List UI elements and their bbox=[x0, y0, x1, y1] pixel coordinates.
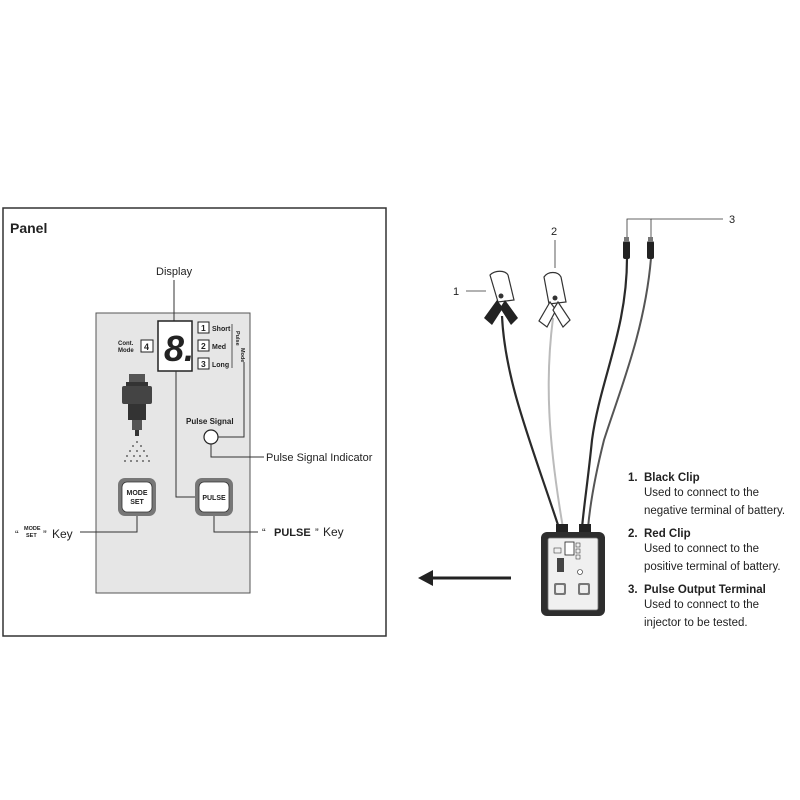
pulse-key-pointer bbox=[213, 516, 258, 533]
legend-num-2: 2. bbox=[628, 528, 638, 540]
legend-desc-3a: Used to connect to the bbox=[644, 599, 760, 611]
mode-label-short: Short bbox=[212, 326, 231, 333]
pulse-signal-pointer bbox=[210, 444, 264, 458]
legend: 1. Black Clip Used to connect to the nega… bbox=[628, 472, 800, 640]
red-wire bbox=[547, 317, 564, 529]
mode-num-2: 2 bbox=[201, 341, 206, 351]
legend-desc-2b: positive terminal of battery. bbox=[644, 561, 781, 573]
mode-num-1: 1 bbox=[201, 323, 206, 333]
callout-3: 3 bbox=[729, 214, 735, 226]
pulse-wire-b bbox=[587, 257, 652, 529]
callout-2: 2 bbox=[551, 226, 557, 238]
mode-box-3 bbox=[197, 357, 210, 370]
red-clip-icon bbox=[538, 271, 571, 328]
legend-num-3: 3. bbox=[628, 584, 638, 596]
display-label: Display bbox=[156, 266, 193, 278]
cont-mode-num: 4 bbox=[144, 342, 149, 352]
tester-device: 1 2 3 bbox=[453, 214, 735, 616]
black-wire bbox=[500, 315, 561, 529]
cont-mode-label-1: Cont. bbox=[118, 341, 134, 347]
pulse-wire-a bbox=[580, 257, 629, 529]
display-connector bbox=[175, 371, 196, 498]
pulse-signal-indicator-label: Pulse Signal Indicator bbox=[266, 452, 373, 464]
mode-set-key-quote-open: “ bbox=[15, 529, 19, 541]
mode-label-med: Med bbox=[212, 344, 226, 351]
callout-1: 1 bbox=[453, 286, 459, 298]
pulse-button-label: PULSE bbox=[202, 495, 226, 502]
legend-item-pulse-output: 3. Pulse Output Terminal Used to connect … bbox=[628, 584, 800, 632]
seven-seg-display bbox=[157, 320, 193, 372]
pulse-signal-label: Pulse Signal bbox=[186, 417, 234, 426]
legend-desc-1b: negative terminal of battery. bbox=[644, 505, 786, 517]
left-arrow-icon bbox=[418, 570, 511, 586]
pulse-terminal-icon bbox=[623, 237, 654, 259]
callout-3-bracket bbox=[626, 218, 652, 237]
mode-num-3: 3 bbox=[201, 359, 206, 369]
mode-set-button[interactable]: MODE SET bbox=[118, 478, 156, 516]
mode-set-key-small-2: SET bbox=[26, 533, 37, 539]
legend-item-black-clip: 1. Black Clip Used to connect to the nega… bbox=[628, 472, 800, 520]
pulse-button[interactable]: PULSE bbox=[195, 478, 233, 516]
mode-box-2 bbox=[197, 339, 210, 352]
mode-set-button-label-2: SET bbox=[130, 499, 144, 506]
legend-desc-2a: Used to connect to the bbox=[644, 543, 760, 555]
black-clip-icon bbox=[484, 270, 518, 325]
pulse-mode-list: 1 Short 2 Med 3 Long Pulse Mode bbox=[197, 321, 245, 370]
pulse-key-quote-open: “ bbox=[262, 527, 266, 539]
pulse-key-bold: PULSE bbox=[274, 527, 311, 539]
mode-label-long: Long bbox=[212, 362, 229, 369]
legend-desc-1a: Used to connect to the bbox=[644, 487, 760, 499]
mode-set-key-small-1: MODE bbox=[24, 526, 41, 532]
panel-title: Panel bbox=[10, 220, 47, 236]
pulse-mode-vertical-2: Mode bbox=[239, 348, 245, 362]
pulse-key-word: Key bbox=[323, 525, 344, 539]
display-digit: 8. bbox=[164, 328, 194, 369]
legend-title-1: Black Clip bbox=[644, 472, 700, 484]
legend-desc-3b: injector to be tested. bbox=[644, 617, 748, 629]
mode-set-button-label-1: MODE bbox=[127, 490, 148, 497]
pulse-mode-vertical-1: Pulse bbox=[234, 331, 240, 346]
led-connector bbox=[218, 362, 245, 438]
pulse-signal-led bbox=[203, 429, 219, 445]
pulse-key-quote-close: ” bbox=[315, 527, 319, 539]
legend-num-1: 1. bbox=[628, 472, 638, 484]
cont-mode-label-2: Mode bbox=[118, 348, 134, 354]
mode-set-key-pointer bbox=[80, 516, 138, 533]
legend-item-red-clip: 2. Red Clip Used to connect to the positi… bbox=[628, 528, 800, 576]
legend-title-3: Pulse Output Terminal bbox=[644, 584, 766, 596]
mode-set-key-quote-close: ” bbox=[43, 529, 47, 541]
injector-icon bbox=[122, 374, 152, 462]
mode-box-1 bbox=[197, 321, 210, 334]
legend-title-2: Red Clip bbox=[644, 528, 691, 540]
mode-set-key-word: Key bbox=[52, 527, 73, 541]
cont-mode-box bbox=[140, 339, 154, 353]
